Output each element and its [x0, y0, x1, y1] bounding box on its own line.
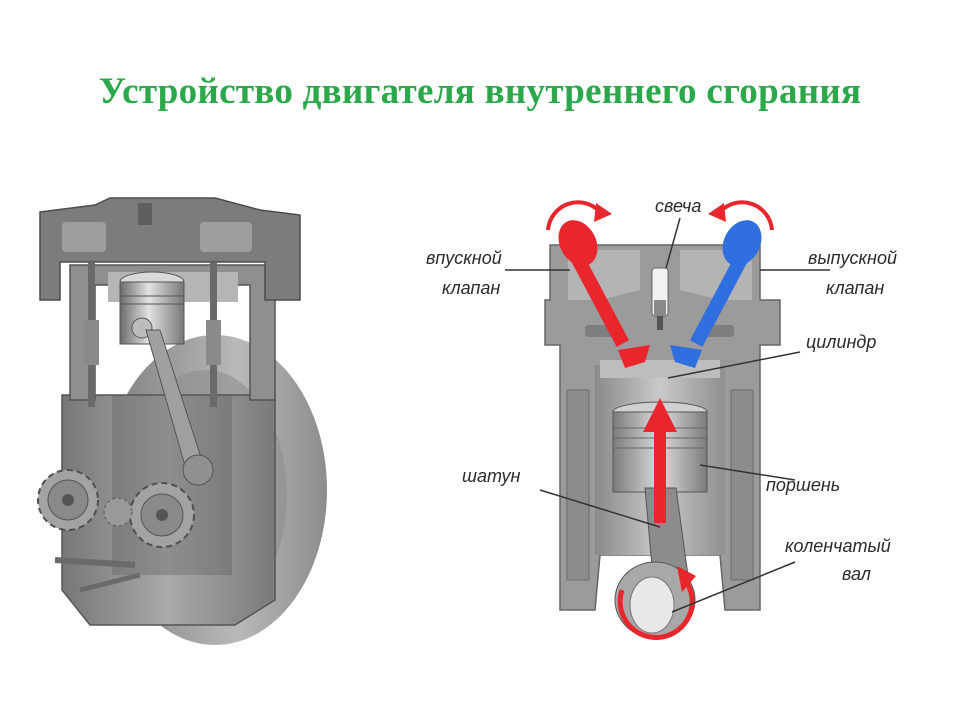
- label-exhaust-valve-line1: выпускной: [808, 248, 897, 268]
- label-exhaust-valve-line2: клапан: [826, 278, 885, 298]
- label-intake-valve-line2: клапан: [442, 278, 501, 298]
- up-arrow-icon: [643, 398, 677, 523]
- exhaust-valve: [670, 200, 774, 368]
- intake-valve: [546, 200, 650, 368]
- timing-gear-right: [129, 482, 195, 548]
- label-connecting-rod: шатун: [462, 466, 521, 486]
- leader-lines: [505, 217, 830, 613]
- label-intake-valve-line1: впускной: [426, 248, 502, 268]
- crankshaft: [614, 561, 696, 639]
- label-spark-plug: свеча: [655, 196, 702, 216]
- label-crankshaft-line2: вал: [842, 564, 871, 584]
- rotation-arrow-icon: [617, 578, 695, 640]
- label-crankshaft-line1: коленчатый: [785, 536, 891, 556]
- page-title: Устройство двигателя внутреннего сгорани…: [98, 71, 862, 112]
- timing-gear-left: [37, 469, 99, 531]
- label-cylinder: цилиндр: [806, 332, 877, 352]
- spark-plug: [651, 267, 669, 330]
- label-piston: поршень: [766, 475, 841, 495]
